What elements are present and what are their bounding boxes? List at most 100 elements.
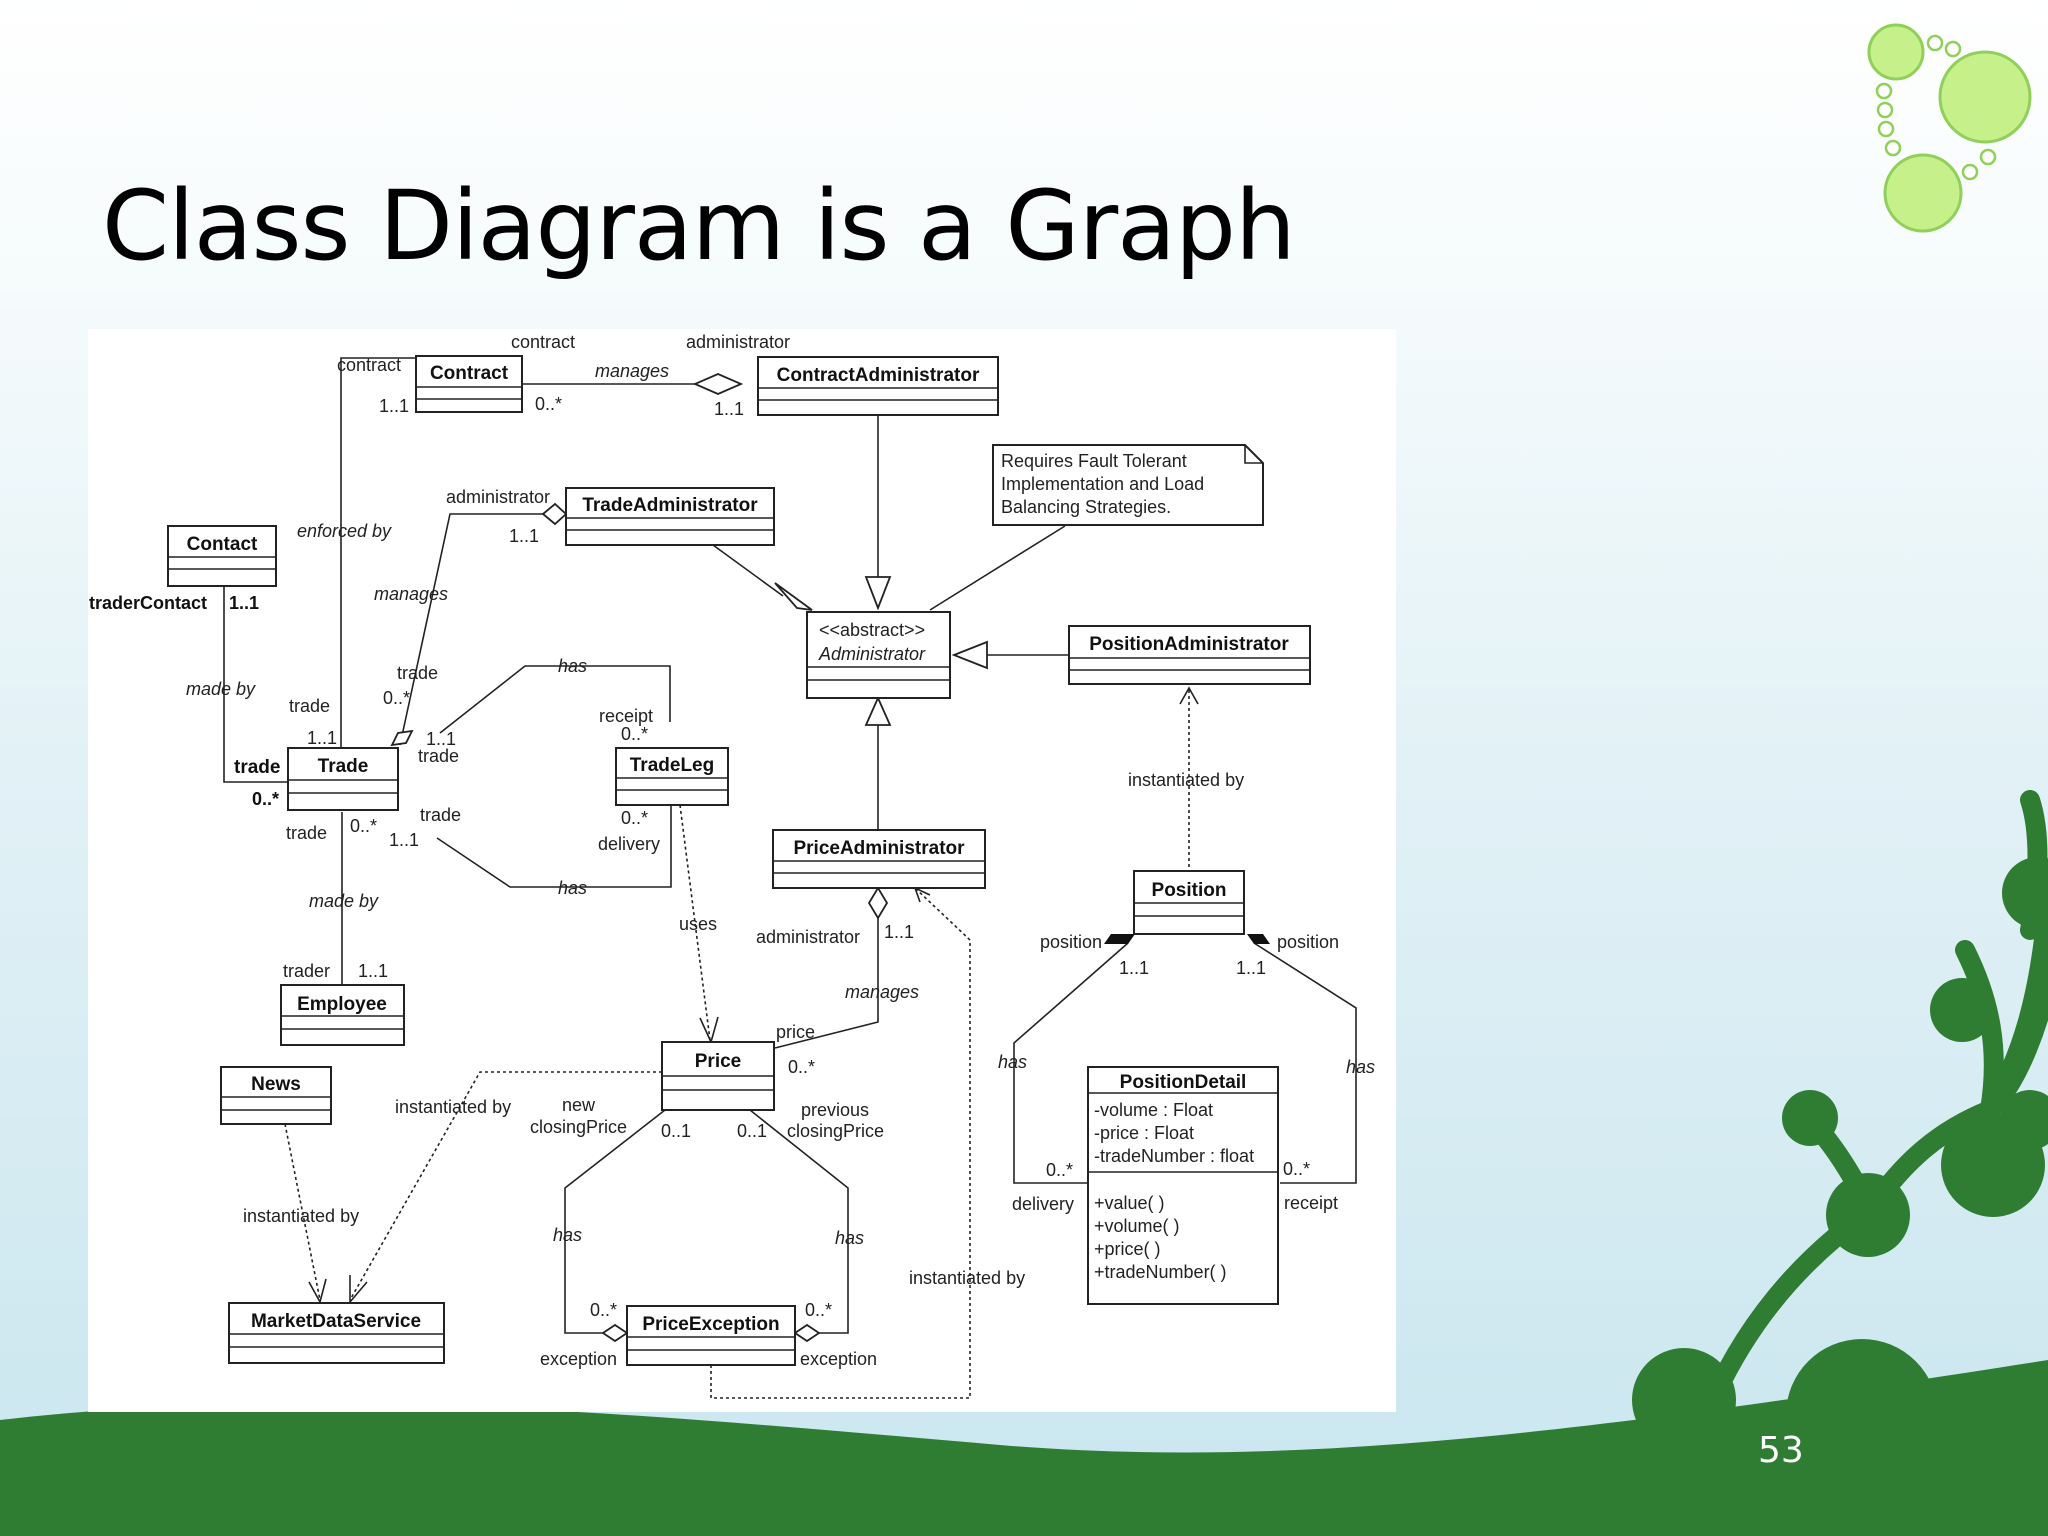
class-name: PriceException <box>642 1314 779 1335</box>
aggregation-diamond <box>543 504 566 524</box>
multiplicity: 0..* <box>1046 1160 1073 1180</box>
multiplicity: 1..1 <box>1119 958 1149 978</box>
class-operation: +price( ) <box>1094 1239 1161 1259</box>
class-positiondetail: PositionDetail -volume : Float -price : … <box>1088 1067 1278 1304</box>
association-name: made by <box>186 679 256 699</box>
multiplicity: 0..* <box>590 1300 617 1320</box>
multiplicity: 1..1 <box>307 728 337 748</box>
role-label: position <box>1040 932 1102 952</box>
assoc-tradeadmin-trade <box>400 514 543 745</box>
aggregation-diamond <box>392 731 412 745</box>
aggregation-diamond <box>695 374 741 394</box>
multiplicity: 0..* <box>1283 1159 1310 1179</box>
role-label: exception <box>540 1349 617 1369</box>
class-name: Position <box>1152 880 1227 901</box>
multiplicity: 1..1 <box>714 399 744 419</box>
class-name: Price <box>695 1051 741 1072</box>
role-label: trade <box>286 823 327 843</box>
role-label: trade <box>397 663 438 683</box>
dependency-label: instantiated by <box>1128 770 1244 790</box>
generalization-arrowhead <box>775 583 812 610</box>
association-name: has <box>558 656 587 676</box>
association-name: has <box>1346 1057 1375 1077</box>
multiplicity: 0..* <box>788 1057 815 1077</box>
class-priceexception: PriceException <box>627 1306 795 1365</box>
dependency-label: instantiated by <box>395 1097 511 1117</box>
multiplicity: 0..* <box>350 816 377 836</box>
role-label: new <box>562 1095 596 1115</box>
aggregation-diamond <box>603 1325 627 1341</box>
multiplicity: 1..1 <box>379 396 409 416</box>
class-name: Trade <box>318 756 369 777</box>
multiplicity: 0..* <box>383 688 410 708</box>
multiplicity: 0..* <box>805 1300 832 1320</box>
aggregation-diamond <box>795 1325 819 1341</box>
gen-tradeadmin-administrator <box>713 545 783 596</box>
class-name: PriceAdministrator <box>793 838 965 859</box>
multiplicity: 0..1 <box>737 1121 767 1141</box>
class-trade: Trade <box>288 748 398 810</box>
generalization-arrowhead <box>954 642 987 668</box>
class-name: PositionDetail <box>1120 1072 1247 1093</box>
class-positionadministrator: PositionAdministrator <box>1069 626 1310 684</box>
dependency-label: instantiated by <box>909 1268 1025 1288</box>
class-stereotype: <<abstract>> <box>819 620 925 640</box>
class-tradeleg: TradeLeg <box>616 748 728 805</box>
dependency-label: uses <box>679 914 717 934</box>
association-name: has <box>998 1052 1027 1072</box>
role-label: traderContact <box>89 593 207 613</box>
role-label: trader <box>283 961 330 981</box>
role-label: administrator <box>446 487 550 507</box>
multiplicity: 1..1 <box>509 526 539 546</box>
multiplicity: 0..* <box>621 808 648 828</box>
page-number: 53 <box>1758 1430 1804 1471</box>
role-label: position <box>1277 932 1339 952</box>
class-attribute: -tradeNumber : float <box>1094 1146 1254 1166</box>
association-name: enforced by <box>297 521 392 541</box>
role-label: price <box>776 1022 815 1042</box>
role-label: trade <box>418 746 459 766</box>
role-label: trade <box>234 757 280 778</box>
class-attribute: -volume : Float <box>1094 1100 1213 1120</box>
association-name: has <box>558 878 587 898</box>
dependency-arrowhead <box>700 1017 718 1042</box>
role-label: previous <box>801 1100 869 1120</box>
class-tradeadministrator: TradeAdministrator <box>566 488 774 545</box>
multiplicity: 0..* <box>621 724 648 744</box>
role-label: administrator <box>686 332 790 352</box>
aggregation-diamond <box>869 888 887 918</box>
role-label: contract <box>337 355 401 375</box>
class-name: Administrator <box>818 644 926 664</box>
constraint-note: Requires Fault Tolerant Implementation a… <box>993 445 1263 525</box>
role-label: administrator <box>756 927 860 947</box>
role-label: receipt <box>1284 1193 1338 1213</box>
dependency-arrowhead <box>350 1275 367 1302</box>
note-line: Implementation and Load <box>1001 474 1204 494</box>
role-label: closingPrice <box>530 1117 627 1137</box>
multiplicity: 1..1 <box>884 922 914 942</box>
class-priceadministrator: PriceAdministrator <box>773 830 985 888</box>
role-label: exception <box>800 1349 877 1369</box>
association-name: manages <box>595 361 669 381</box>
class-name: Employee <box>297 994 387 1015</box>
role-label: trade <box>289 696 330 716</box>
multiplicity: 0..* <box>252 789 279 809</box>
class-operation: +tradeNumber( ) <box>1094 1262 1227 1282</box>
class-price: Price <box>662 1042 774 1110</box>
note-line: Requires Fault Tolerant <box>1001 451 1187 471</box>
association-name: has <box>835 1228 864 1248</box>
note-line: Balancing Strategies. <box>1001 497 1171 517</box>
role-label: receipt <box>599 706 653 726</box>
class-marketdataservice: MarketDataService <box>229 1303 444 1363</box>
class-name: MarketDataService <box>251 1311 421 1332</box>
generalization-arrowhead <box>866 698 890 725</box>
assoc-price-exception-prev <box>750 1110 848 1333</box>
association-name: manages <box>374 584 448 604</box>
role-label: closingPrice <box>787 1121 884 1141</box>
association-name: manages <box>845 982 919 1002</box>
note-anchor-line <box>930 526 1065 610</box>
class-news: News <box>221 1067 331 1124</box>
class-operation: +value( ) <box>1094 1193 1165 1213</box>
class-name: Contact <box>187 534 258 555</box>
role-label: contract <box>511 332 575 352</box>
